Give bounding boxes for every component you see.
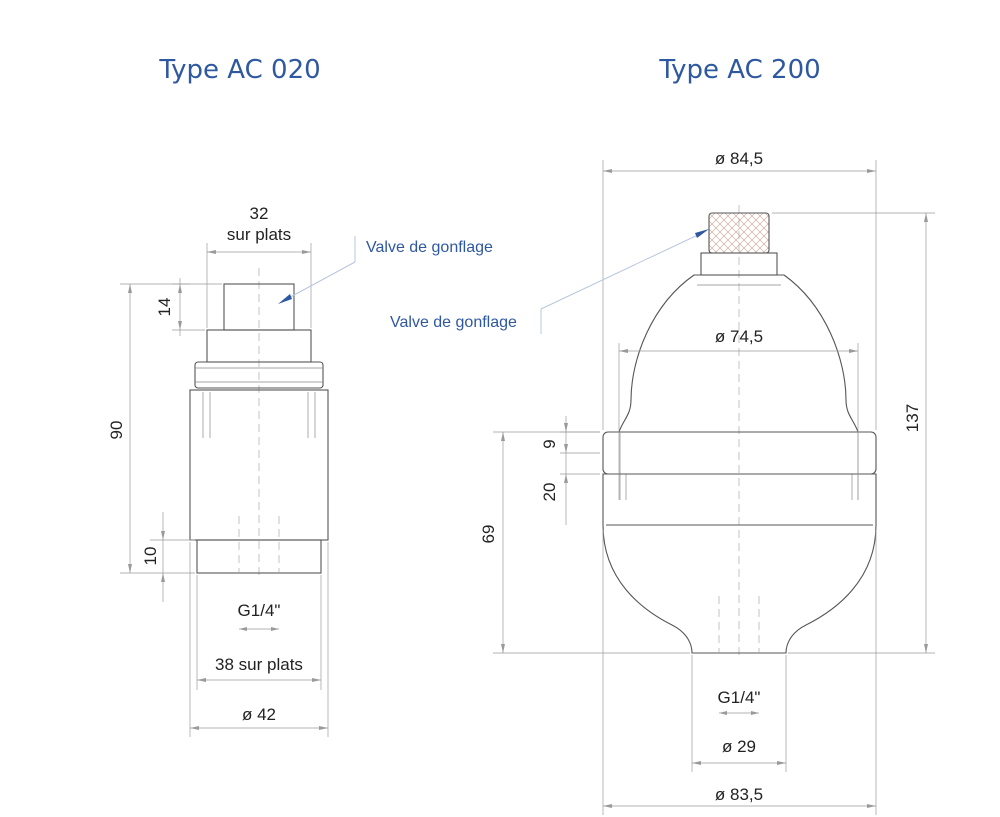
- ac200-diameter-bottom: ø 83,5: [715, 785, 763, 804]
- ac200-diameter-top: ø 84,5: [715, 149, 763, 168]
- ac200-flange: [602, 431, 877, 475]
- ac020-dim-90: 90: [107, 421, 126, 440]
- ac200-drawing: [493, 160, 935, 815]
- ac020-flats-top-label: sur plats: [227, 225, 291, 244]
- ac020-bottom-hex: [196, 539, 322, 574]
- ac200-dim-69: 69: [479, 525, 498, 544]
- ac200-lower-bowl: [602, 473, 877, 654]
- ac020-flats-bottom: 38 sur plats: [215, 655, 303, 674]
- title-ac200: Type AC 200: [658, 55, 820, 85]
- ac020-flats-top-value: 32: [250, 204, 269, 223]
- ac200-thread: G1/4": [718, 688, 761, 707]
- ac020-drawing: [120, 236, 356, 737]
- ac200-dim-137: 137: [903, 404, 922, 432]
- title-ac020: Type AC 020: [158, 55, 320, 85]
- ac200-dim-9: 9: [540, 439, 559, 448]
- ac200-dim-20: 20: [540, 483, 559, 502]
- ac200-upper-dome: [618, 274, 859, 433]
- ac020-dim-14: 14: [155, 298, 174, 317]
- ac020-thread: G1/4": [238, 601, 281, 620]
- ac020-valve-callout: Valve de gonflage: [366, 239, 493, 256]
- ac200-diameter-port: ø 29: [722, 737, 756, 756]
- ac020-diameter: ø 42: [242, 705, 276, 724]
- ac200-valve-callout: Valve de gonflage: [390, 314, 517, 331]
- ac200-valve-cap: [708, 212, 770, 254]
- ac020-dim-10: 10: [141, 547, 160, 566]
- ac200-diameter-body: ø 74,5: [715, 327, 763, 346]
- ac020-collar: [194, 361, 324, 389]
